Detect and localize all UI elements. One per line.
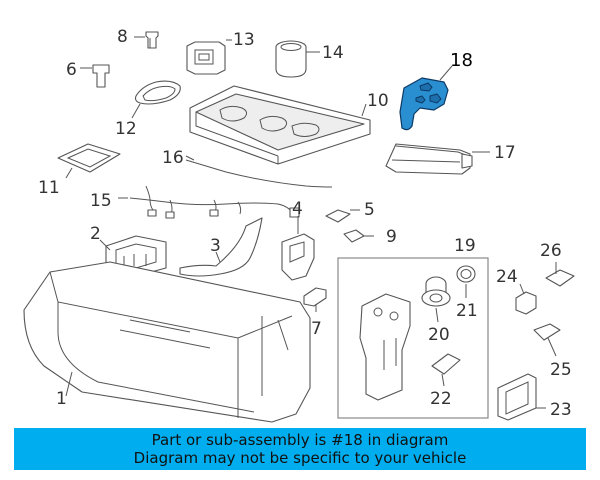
callout-13: 13 [233, 30, 255, 50]
callout-17: 17 [494, 143, 516, 163]
part-22-plate [431, 353, 461, 387]
callout-23: 23 [550, 400, 572, 420]
callout-19: 19 [454, 236, 476, 256]
banner-line-disclaimer: Diagram may not be specific to your vehi… [133, 449, 467, 467]
callout-20: 20 [428, 325, 450, 345]
callout-6: 6 [66, 60, 77, 80]
callout-16: 16 [162, 148, 184, 168]
part-14-cup-insert [275, 40, 320, 78]
part-4-bracket [281, 216, 315, 281]
part-17-armrest [385, 143, 490, 175]
part-21-ring [456, 265, 476, 298]
callout-24: 24 [496, 267, 518, 287]
part-25-bezel [533, 323, 561, 357]
part-8-clip [134, 31, 159, 49]
part-5-clip [325, 209, 360, 223]
callout-2: 2 [90, 224, 101, 244]
part-7-clip [303, 287, 327, 312]
callout-10: 10 [367, 91, 389, 111]
part-26-cover [545, 262, 575, 287]
part-11-pad [57, 143, 121, 179]
callout-15: 15 [90, 191, 112, 211]
callout-5: 5 [364, 200, 375, 220]
part-23-tray [497, 373, 546, 421]
part-24-switch [515, 283, 537, 315]
callout-8: 8 [117, 27, 128, 47]
info-banner: Part or sub-assembly is #18 in diagram D… [14, 428, 586, 470]
callout-11: 11 [38, 178, 60, 198]
part-1-console-body [23, 261, 311, 423]
callout-9: 9 [386, 227, 397, 247]
callout-7: 7 [311, 319, 322, 339]
part-18-highlighted [399, 65, 453, 131]
part-3-panel [179, 217, 263, 277]
callout-18: 18 [450, 50, 473, 71]
part-13-bracket [186, 39, 232, 75]
part-15-harness [118, 185, 300, 219]
callout-4: 4 [292, 199, 303, 219]
part-12-gasket [131, 80, 181, 119]
part-6-clip [80, 64, 110, 88]
callout-14: 14 [322, 43, 344, 63]
callout-25: 25 [550, 360, 572, 380]
callout-1: 1 [56, 389, 67, 409]
callout-21: 21 [456, 301, 478, 321]
inset-bracket [359, 293, 411, 401]
part-10-console-top [189, 85, 371, 165]
callout-12: 12 [115, 119, 137, 139]
banner-line-part-number: Part or sub-assembly is #18 in diagram [151, 431, 449, 449]
callout-22: 22 [430, 389, 452, 409]
callout-26: 26 [540, 241, 562, 261]
callout-3: 3 [210, 236, 221, 256]
part-16-rod [185, 155, 333, 188]
part-20-socket [421, 276, 451, 323]
part-9-clip [343, 229, 374, 243]
